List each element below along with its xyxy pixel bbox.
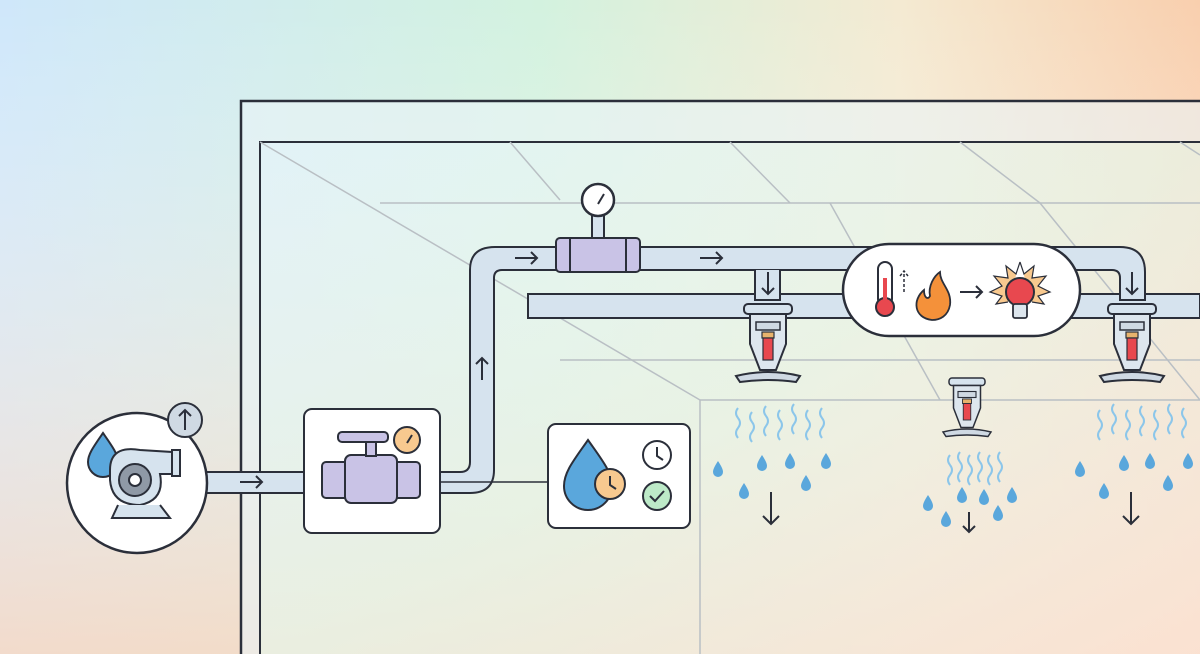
flow-arrows <box>240 251 1140 534</box>
arrow-right-icon <box>700 251 724 265</box>
activation-callout <box>841 242 1082 338</box>
timer-panel <box>547 423 691 529</box>
arrow-right-icon <box>960 285 984 299</box>
flame-icon <box>915 270 952 321</box>
arrow-down-icon <box>762 492 780 526</box>
arrow-down-icon <box>1122 492 1140 526</box>
arrow-up-icon <box>178 408 192 430</box>
pressure-gauge-icon <box>393 426 421 454</box>
arrow-up-icon <box>475 356 489 380</box>
bulb-burst-icon <box>988 261 1052 319</box>
check-circle-icon <box>642 481 672 511</box>
thermometer-rising-icon <box>875 261 909 317</box>
building-frame <box>239 99 1200 654</box>
arrow-up-badge <box>167 402 203 438</box>
pressure-gauge <box>555 182 641 273</box>
arrow-down-icon <box>962 512 976 534</box>
arrow-right-icon <box>515 251 539 265</box>
arrow-down-icon <box>761 272 775 296</box>
arrow-right-icon <box>240 475 264 489</box>
control-valve <box>303 408 441 534</box>
main-pipe <box>204 246 1146 494</box>
pump <box>65 402 209 555</box>
arrow-down-icon <box>1125 272 1139 296</box>
